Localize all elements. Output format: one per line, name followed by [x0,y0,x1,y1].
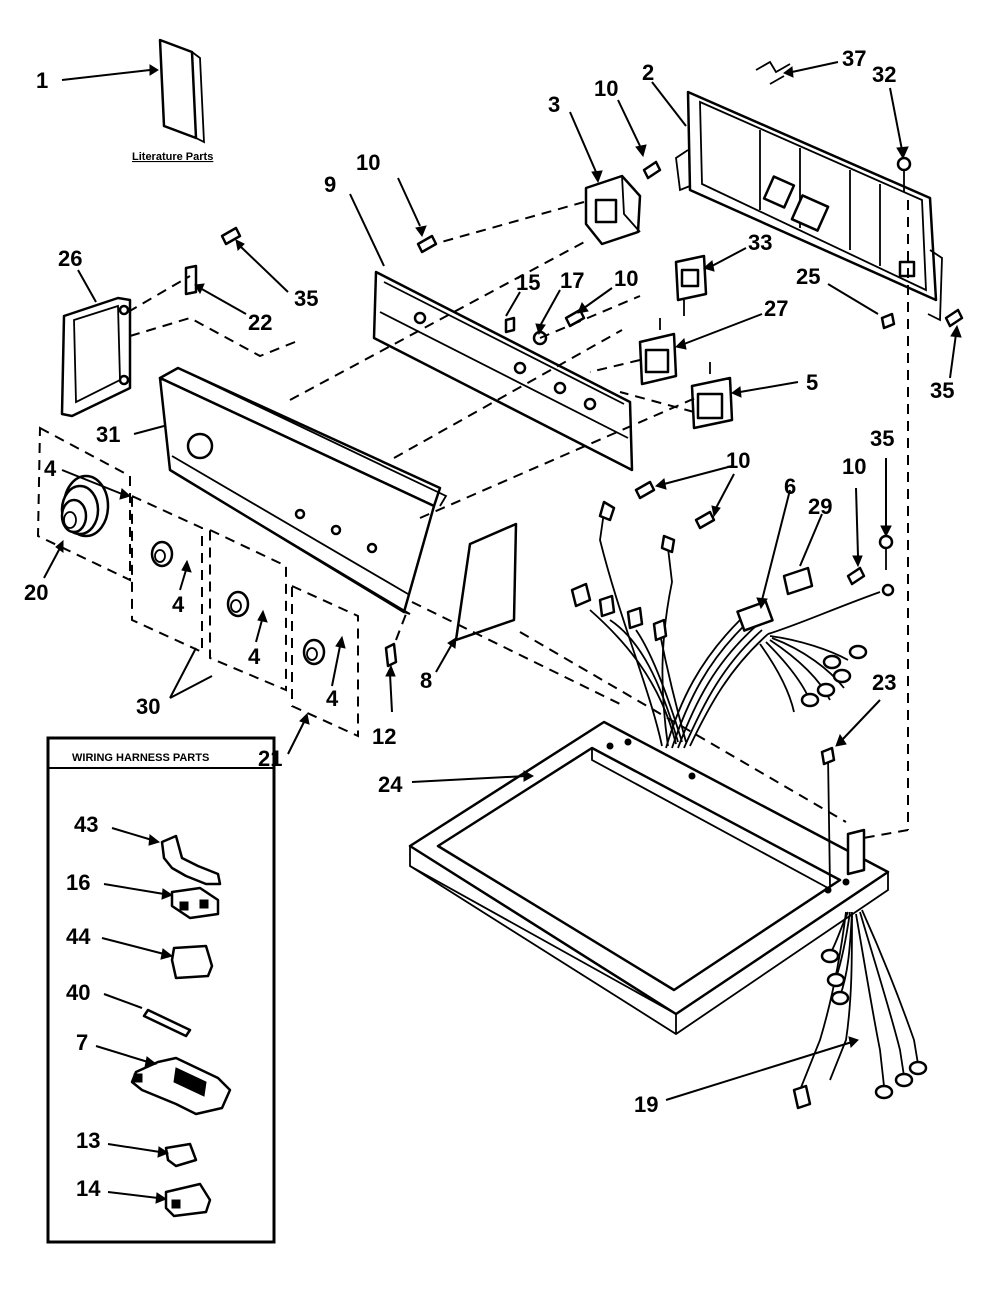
callout-9: 9 [324,172,336,197]
screw-10-harness-a [634,465,735,530]
callout-23: 23 [872,670,896,695]
clip-25 [827,283,896,330]
callout-31: 31 [96,422,120,447]
switch-27 [638,313,763,386]
callout-12: 12 [372,724,396,749]
callout-3: 3 [548,92,560,117]
screw-12 [384,613,407,713]
callout-14: 14 [76,1176,101,1201]
callout-8: 8 [420,668,432,693]
callout-13: 13 [76,1128,100,1153]
callout-10-b: 10 [356,150,380,175]
callout-15: 15 [516,270,540,295]
callout-27: 27 [764,296,788,321]
switch-5 [690,362,799,430]
callout-26: 26 [58,246,82,271]
selector-knob-20 [43,474,110,579]
callout-10-c: 10 [614,266,638,291]
callout-10-d: 10 [726,448,750,473]
harness-box-title: WIRING HARNESS PARTS [72,752,209,764]
callout-2: 2 [642,60,654,85]
screw-10-rail [397,177,438,254]
callout-4-a: 4 [44,456,57,481]
callout-40: 40 [66,980,90,1005]
callout-19: 19 [634,1092,658,1117]
harness-parts-inset [46,736,276,1244]
callout-7: 7 [76,1030,88,1055]
callout-4-b: 4 [172,592,185,617]
callout-5: 5 [806,370,818,395]
end-cap-26 [60,269,132,418]
callout-35-a: 35 [294,286,318,311]
callout-44: 44 [66,924,91,949]
callout-32: 32 [872,62,896,87]
callout-22: 22 [248,310,272,335]
callout-30: 30 [136,694,160,719]
callout-24: 24 [378,772,403,797]
screw-35-left [220,226,289,293]
callout-43: 43 [74,812,98,837]
literature-booklet [61,38,205,144]
screw-10-harness-b [846,487,866,586]
wiring-harness-6 [570,489,895,749]
callout-25: 25 [796,264,820,289]
literature-caption: Literature Parts [132,151,213,163]
callout-37: 37 [842,46,866,71]
screw-35-harness [878,458,894,570]
callout-4-d: 4 [326,686,339,711]
screw-32 [851,87,912,841]
control-rail-9 [349,193,634,472]
knob-4-c [302,635,346,687]
clip-23 [820,699,881,766]
clip-22 [184,264,247,315]
callout-17: 17 [560,268,584,293]
callout-4-c: 4 [248,644,261,669]
callout-21: 21 [258,746,282,771]
callout-1: 1 [36,68,48,93]
clip-37 [755,60,839,85]
parts-15-17-10 [504,287,641,346]
callout-35-b: 35 [930,378,954,403]
screw-10-top [617,99,662,180]
callout-16: 16 [66,870,90,895]
callout-20: 20 [24,580,48,605]
callout-10-e: 10 [842,454,866,479]
switch-33 [674,247,747,316]
knob-4-b [226,590,268,643]
part-29 [782,513,823,596]
screw-35-right [944,308,964,379]
callout-33: 33 [748,230,772,255]
console-31 [133,366,448,615]
callout-10-a: 10 [594,76,618,101]
timer-3 [419,111,642,249]
callout-35-c: 35 [870,426,894,451]
harness-19 [665,909,928,1110]
callout-29: 29 [808,494,832,519]
knob-4-a [150,540,192,591]
knob-area [36,426,359,755]
callout-6: 6 [784,474,796,499]
side-trim-8 [435,522,518,673]
top-panel-24 [408,720,890,1036]
